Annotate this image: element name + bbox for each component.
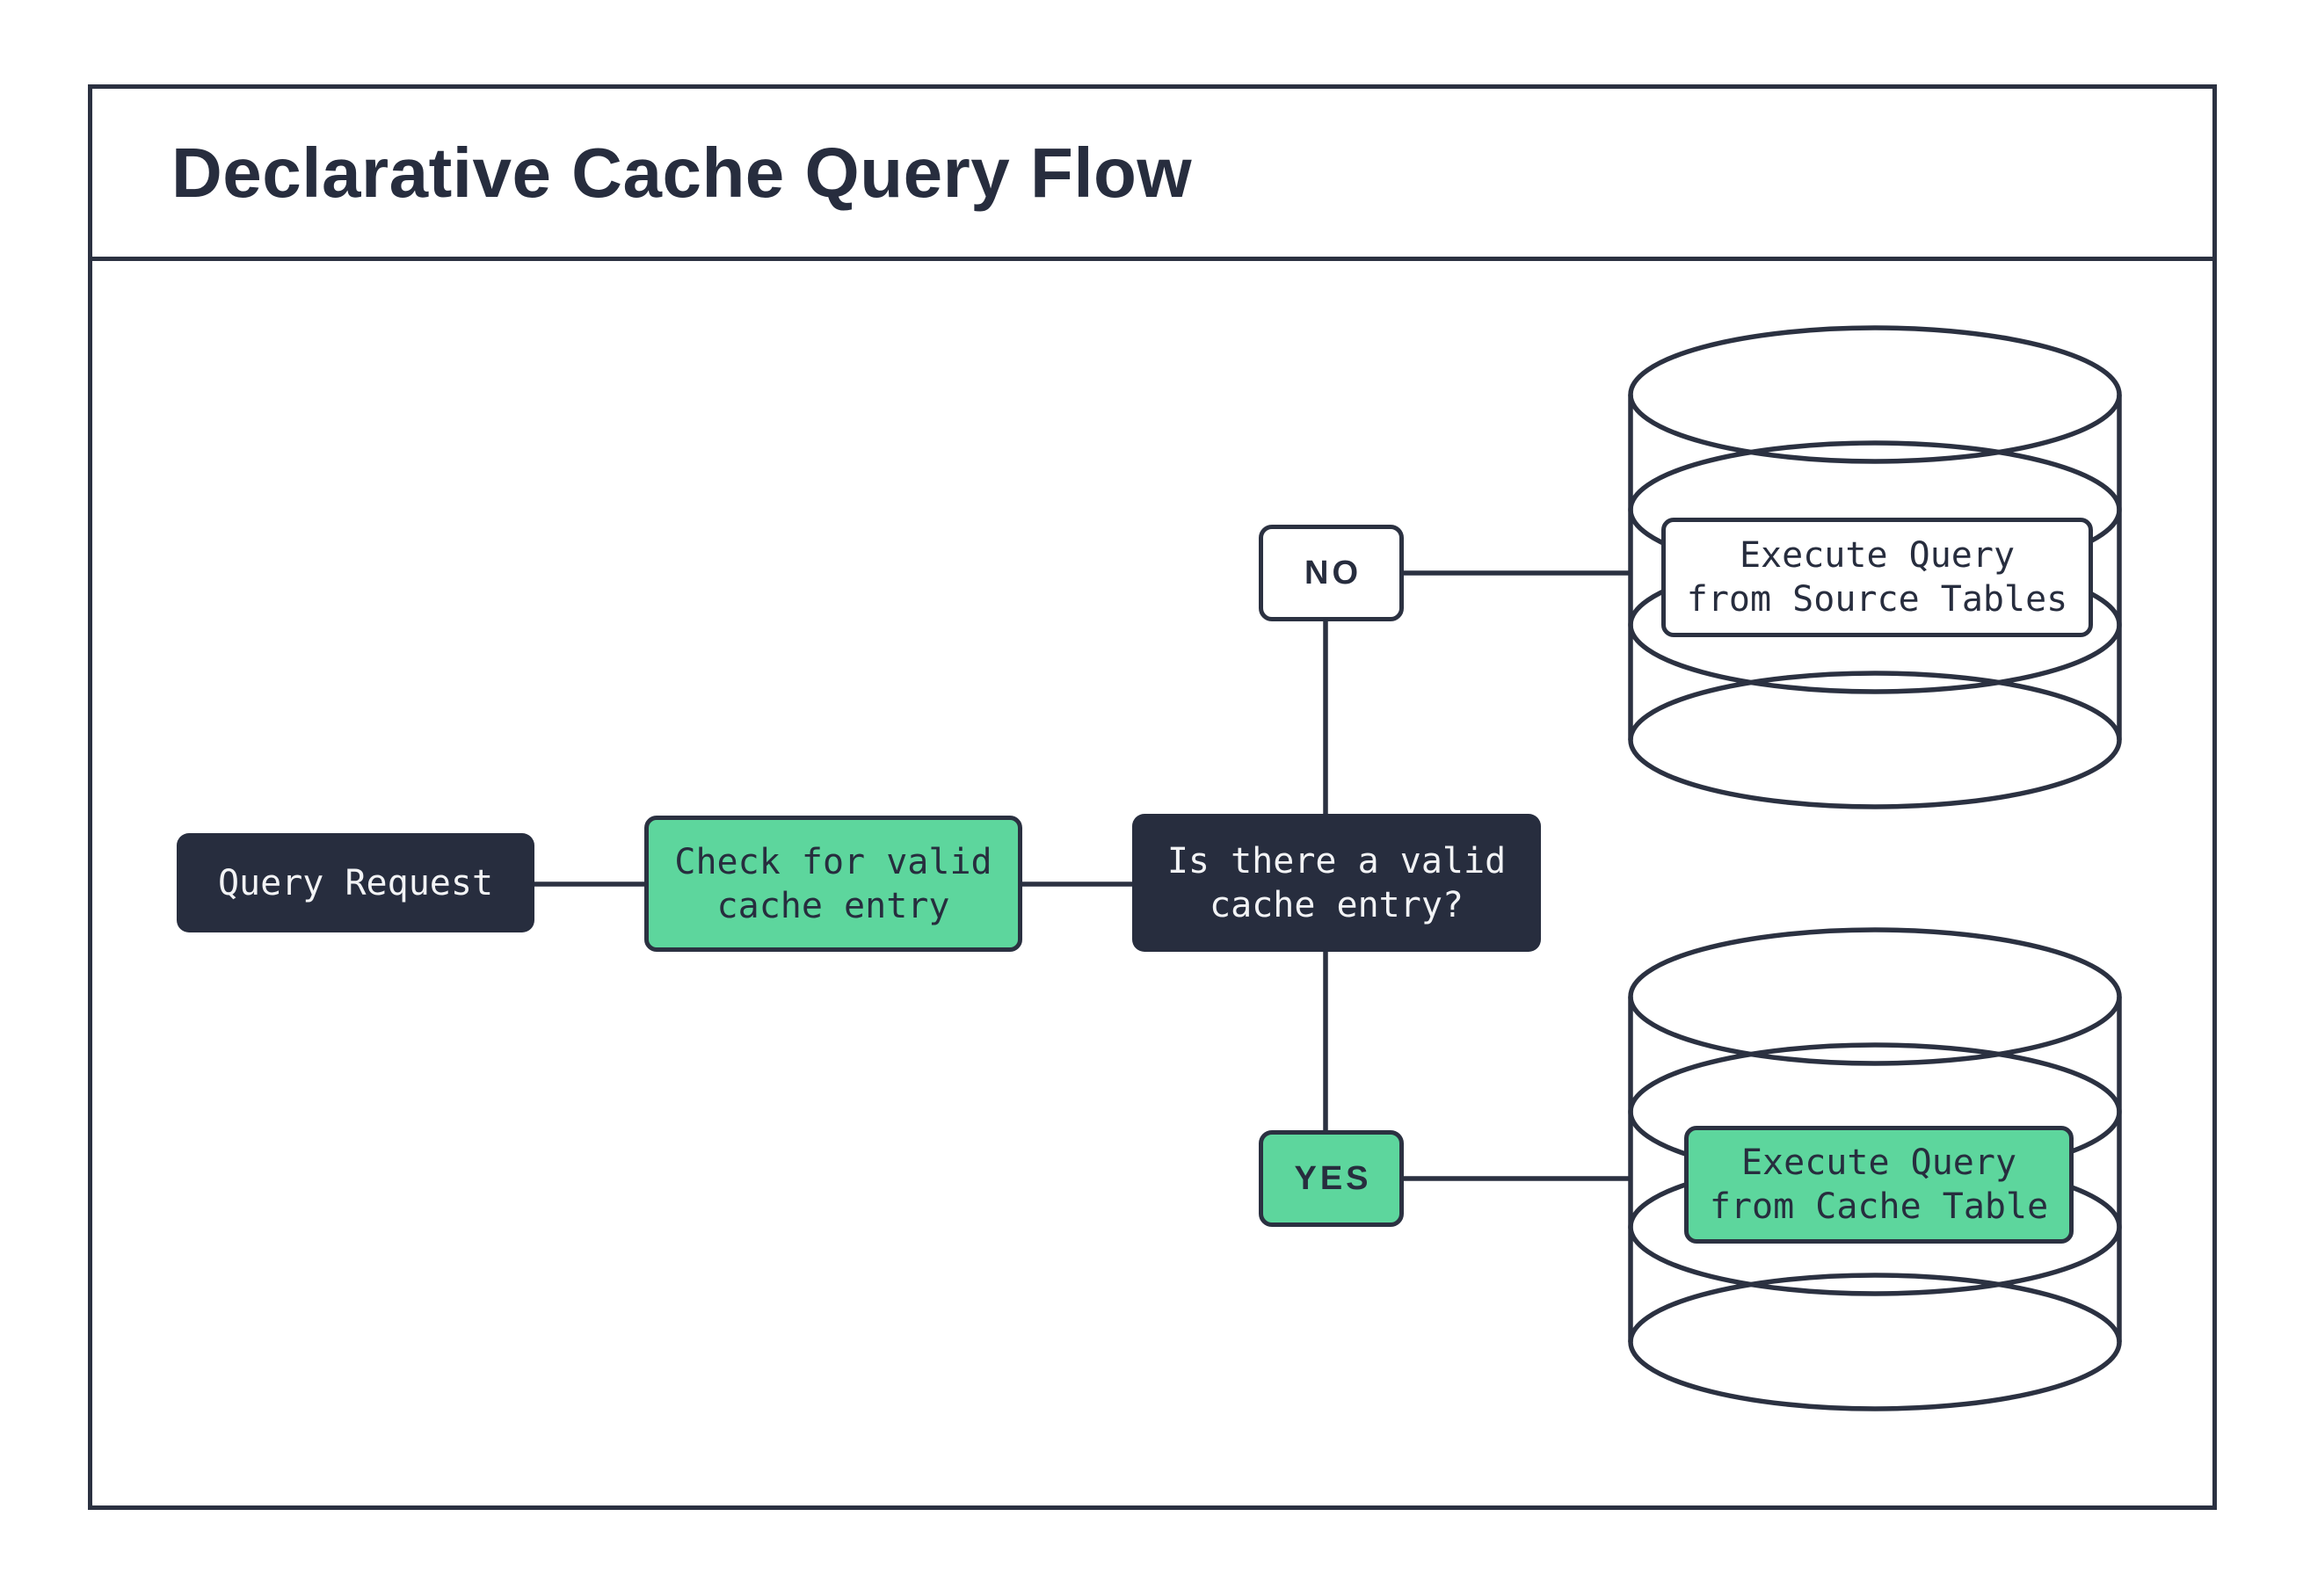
node-yes-branch: YES [1259, 1130, 1404, 1227]
title-bar: Declarative Cache Query Flow [92, 89, 2212, 261]
connector-lines [534, 570, 1632, 1181]
node-check-cache: Check for valid cache entry [644, 816, 1022, 952]
node-execute-source: Execute Query from Source Tables [1661, 518, 2093, 637]
node-decision: Is there a valid cache entry? [1132, 814, 1541, 952]
node-no-label: NO [1304, 555, 1362, 591]
node-execute-source-line1: Execute Query [1739, 535, 2016, 576]
node-decision-line2: cache entry? [1210, 884, 1464, 925]
node-execute-cache: Execute Query from Cache Table [1684, 1126, 2074, 1244]
node-query-request-label: Query Request [217, 862, 494, 903]
node-query-request: Query Request [177, 833, 534, 932]
page-title: Declarative Cache Query Flow [171, 133, 1193, 212]
node-execute-source-line2: from Source Tables [1686, 579, 2068, 620]
node-execute-cache-line2: from Cache Table [1709, 1186, 2049, 1227]
node-execute-cache-line1: Execute Query [1740, 1143, 2017, 1183]
node-check-cache-line2: cache entry [716, 885, 950, 926]
node-check-cache-line1: Check for valid [674, 841, 992, 882]
diagram-frame: Declarative Cache Query Flow [88, 84, 2217, 1510]
node-decision-line1: Is there a valid [1166, 840, 1507, 881]
node-yes-label: YES [1294, 1160, 1372, 1197]
node-no-branch: NO [1259, 525, 1404, 621]
